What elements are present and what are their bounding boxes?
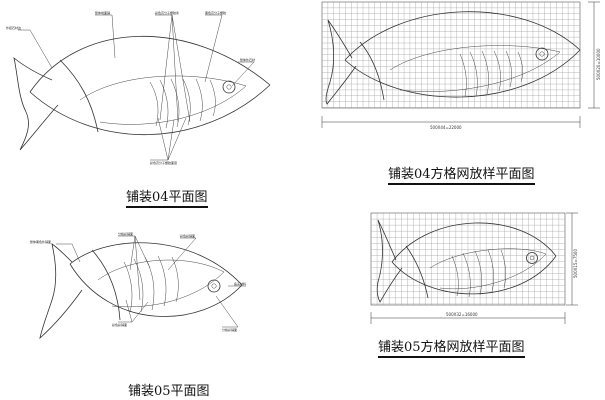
fish-plan-04: 外挂石材边 整体地面铺 彩色高分子塑胶条 黑色高分子塑胶 整体外石材 彩色高分子…	[6, 10, 271, 165]
grid05-dim-side: 500X15=7500	[573, 249, 578, 278]
grid05-dim-bottom: 500X32=16000	[446, 312, 478, 317]
grid-plan-05: 500X32=16000 500X15=7500	[370, 212, 578, 324]
anno-05-bottom-right: 分格彩铺面	[222, 327, 237, 332]
title-grid-04: 铺装04方格网放样平面图	[388, 163, 535, 185]
anno-04-bottom: 彩色高分子塑胶面层	[150, 160, 177, 165]
title-grid-05: 铺装05方格网放样平面图	[378, 336, 525, 358]
anno-04-black: 黑色高分子塑胶	[205, 10, 226, 15]
fish-plan-05: 整体黑色外铺面 分格彩铺面 鱼头材料 分格彩铺面 彩色彩铺面 彩色彩铺面	[30, 231, 246, 340]
grid04-dim-bottom: 500X44=22000	[430, 125, 462, 130]
anno-05-bottom-left: 彩色彩铺面	[112, 322, 127, 327]
anno-04-body: 整体地面铺	[95, 10, 110, 15]
anno-05-tail: 整体黑色外铺面	[30, 239, 51, 244]
grid04-dim-side: 500X20=10000	[596, 48, 601, 80]
anno-04-tail: 外挂石材边	[6, 25, 21, 30]
anno-05-top: 彩色彩铺面	[180, 233, 195, 238]
grid-plan-04: 500X44=22000 500X20=10000	[321, 1, 601, 130]
anno-04-eye: 整体外石材	[240, 57, 255, 62]
anno-05-eye: 鱼头材料	[234, 281, 246, 286]
title-plan-05: 铺装05平面图	[128, 384, 210, 399]
title-plan-04: 铺装04平面图	[126, 186, 208, 208]
anno-04-stripe: 彩色高分子塑胶条	[155, 10, 179, 15]
anno-05-stripe: 分格彩铺面	[118, 231, 133, 236]
